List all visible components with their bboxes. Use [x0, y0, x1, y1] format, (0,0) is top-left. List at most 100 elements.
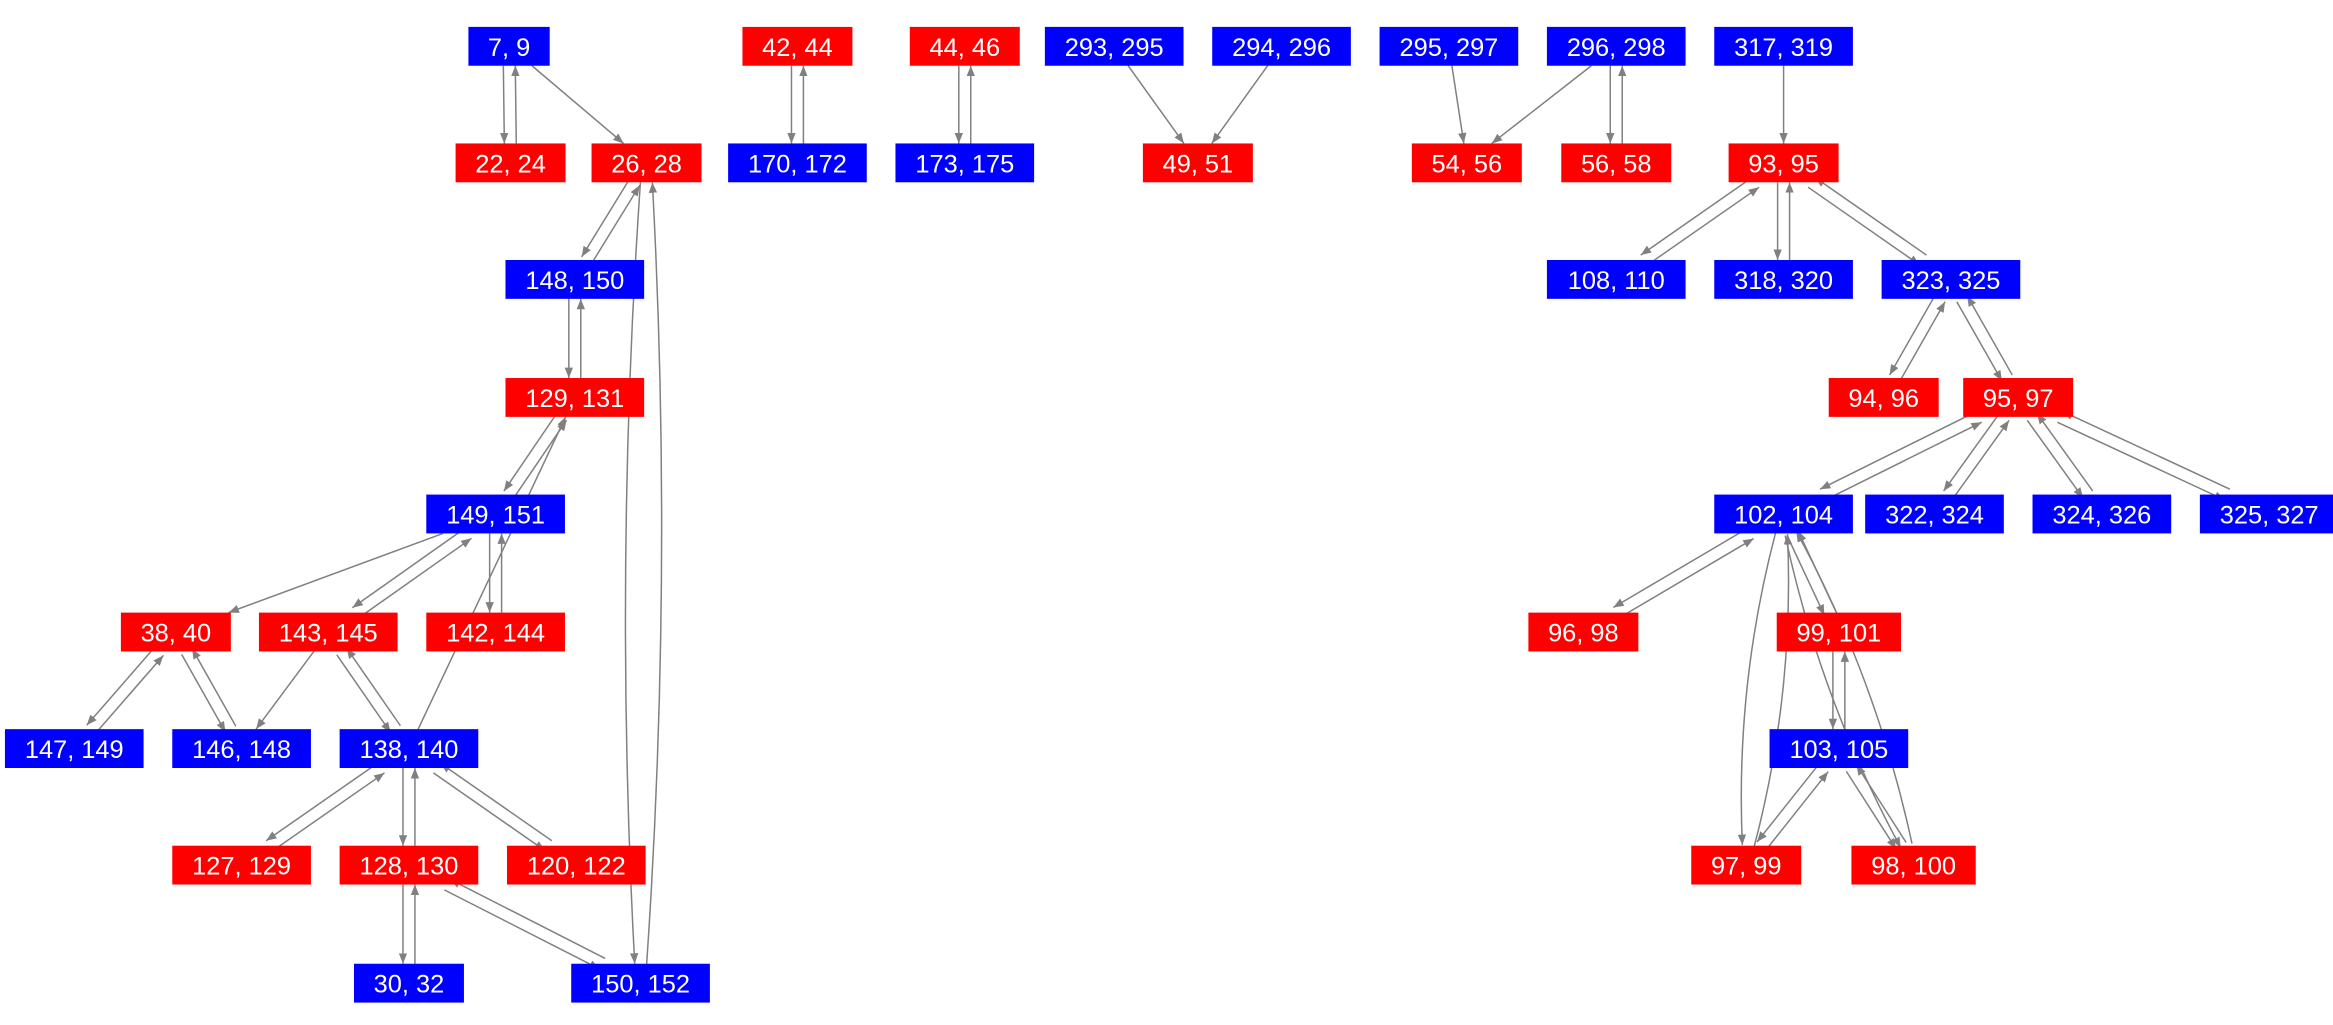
edge-138-140-to-120-122 — [433, 772, 546, 852]
node-150-152: 150, 152 — [571, 963, 710, 1003]
node-94-96: 94, 96 — [1828, 378, 1939, 417]
node-96-98: 96, 98 — [1528, 612, 1639, 652]
node-103-105: 103, 105 — [1769, 729, 1909, 769]
node-label: 142, 144 — [446, 620, 545, 648]
edge-325-327-to-95-97 — [2062, 410, 2231, 490]
node-box — [728, 143, 867, 183]
node-22-24: 22, 24 — [455, 143, 566, 183]
node-170-172: 170, 172 — [728, 143, 867, 183]
node-box — [353, 963, 464, 1003]
edge-322-324-to-95-97 — [1952, 419, 2010, 499]
node-box — [1776, 612, 1902, 652]
edge-129-131-to-149-151 — [503, 413, 558, 492]
edge-97-99-to-102-104 — [1753, 534, 1793, 847]
node-173-175: 173, 175 — [895, 143, 1035, 183]
node-label: 324, 326 — [2052, 501, 2151, 529]
node-label: 173, 175 — [915, 150, 1014, 178]
edge-93-95-to-323-325 — [1807, 186, 1921, 266]
edges-layer — [86, 65, 2231, 970]
node-102-104: 102, 104 — [1714, 494, 1853, 534]
node-box — [1963, 378, 2074, 417]
node-label: 26, 28 — [611, 150, 682, 178]
edge-93-95-to-108-110 — [1640, 176, 1753, 256]
node-label: 127, 129 — [192, 853, 291, 881]
edge-102-104-to-95-97 — [1825, 421, 1983, 501]
node-146-148: 146, 148 — [172, 729, 311, 769]
node-317-319: 317, 319 — [1714, 26, 1853, 66]
node-147-149: 147, 149 — [4, 729, 144, 769]
node-label: 143, 145 — [279, 620, 378, 648]
node-323-325: 323, 325 — [1881, 259, 2021, 299]
node-box — [172, 845, 311, 885]
node-box — [258, 612, 398, 652]
edge-323-325-to-95-97 — [1956, 301, 2003, 382]
edge-143-145-to-149-151 — [358, 537, 472, 619]
edge-102-104-to-96-98 — [1612, 527, 1748, 609]
node-box — [1728, 143, 1839, 183]
edge-94-96-to-323-325 — [1899, 301, 1946, 382]
node-label: 38, 40 — [141, 620, 212, 648]
node-box — [1691, 845, 1802, 885]
edge-146-148-to-38-40 — [191, 648, 237, 727]
edge-103-105-to-97-99 — [1756, 763, 1820, 843]
node-box — [339, 729, 479, 769]
node-label: 317, 319 — [1734, 34, 1833, 62]
node-325-327: 325, 327 — [2199, 494, 2333, 534]
edge-95-97-to-325-327 — [2057, 421, 2226, 501]
node-label: 42, 44 — [762, 34, 833, 62]
edge-294-296-to-49-51 — [1211, 65, 1269, 144]
node-49-51: 49, 51 — [1142, 143, 1253, 183]
node-label: 96, 98 — [1548, 620, 1619, 648]
node-54-56: 54, 56 — [1411, 143, 1522, 183]
edge-128-130-to-150-152 — [444, 889, 601, 970]
edge-38-40-to-147-149 — [86, 647, 155, 726]
edge-102-104-to-97-99 — [1737, 532, 1777, 846]
node-box — [1142, 143, 1253, 183]
edge-147-149-to-38-40 — [95, 654, 165, 734]
edge-143-145-to-146-148 — [255, 651, 315, 730]
node-label: 7, 9 — [488, 34, 530, 62]
edge-103-105-to-98-100 — [1845, 770, 1897, 850]
node-label: 147, 149 — [25, 736, 124, 764]
node-95-97: 95, 97 — [1963, 378, 2074, 417]
node-box — [2199, 494, 2333, 534]
node-label: 293, 295 — [1065, 34, 1164, 62]
edge-98-100-to-103-105 — [1855, 764, 1907, 843]
node-box — [426, 494, 565, 534]
node-label: 94, 96 — [1848, 385, 1919, 413]
node-label: 294, 296 — [1232, 34, 1331, 62]
node-box — [505, 259, 645, 299]
edge-120-122-to-138-140 — [439, 762, 553, 842]
node-label: 99, 101 — [1797, 620, 1882, 648]
edge-323-325-to-93-95 — [1814, 176, 1927, 256]
node-127-129: 127, 129 — [172, 845, 311, 885]
edge-26-28-to-148-150 — [581, 178, 631, 258]
node-box — [1714, 26, 1853, 66]
edge-138-140-to-127-129 — [265, 762, 379, 842]
edge-95-97-to-323-325 — [1966, 295, 2013, 376]
node-label: 148, 150 — [525, 267, 624, 295]
node-42-44: 42, 44 — [742, 26, 853, 66]
edge-95-97-to-322-324 — [1942, 412, 2000, 492]
node-label: 120, 122 — [527, 853, 626, 881]
node-box — [1212, 26, 1351, 66]
edge-143-145-to-138-140 — [336, 654, 392, 733]
edge-97-99-to-103-105 — [1765, 771, 1829, 850]
node-box — [4, 729, 144, 769]
node-7-9: 7, 9 — [468, 26, 550, 66]
node-128-130: 128, 130 — [339, 845, 479, 885]
edge-102-104-to-99-101 — [1786, 535, 1826, 616]
node-box — [1379, 26, 1519, 66]
node-label: 295, 297 — [1399, 34, 1498, 62]
node-box — [742, 26, 853, 66]
node-box — [120, 612, 231, 652]
node-label: 325, 327 — [2220, 501, 2319, 529]
node-label: 49, 51 — [1163, 150, 1234, 178]
node-box — [895, 143, 1035, 183]
node-143-145: 143, 145 — [258, 612, 398, 652]
node-box — [1865, 494, 2004, 534]
node-93-95: 93, 95 — [1728, 143, 1839, 183]
node-324-326: 324, 326 — [2032, 494, 2172, 534]
edge-149-151-to-38-40 — [228, 532, 444, 614]
